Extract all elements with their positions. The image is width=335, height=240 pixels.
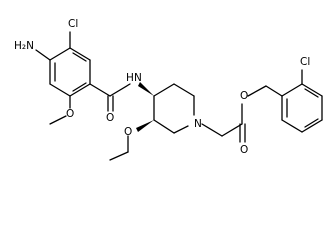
amide-oxygen-label: O — [106, 112, 114, 124]
methoxy-oxygen-left-label: O — [66, 108, 74, 120]
ester-single-oxygen-label: O — [240, 90, 248, 102]
stereo-wedge-ome — [136, 120, 154, 132]
methoxy-oxygen-mid-label: O — [124, 126, 132, 138]
amide-group — [107, 83, 131, 112]
substituent-bonds-left — [35, 31, 111, 125]
methoxy-piperidine — [109, 135, 129, 161]
stereo-wedge-nh — [138, 82, 154, 96]
chemical-structure: H₂N Cl O O N H O N O O Cl — [14, 18, 323, 161]
ester-carbonyl-oxygen-label: O — [240, 144, 248, 156]
amide-h-label: H — [126, 72, 134, 84]
piperidine-ring — [153, 83, 195, 134]
ester-chain — [201, 85, 283, 143]
ring-nitrogen-label: N — [194, 118, 202, 130]
chloro-label-top: Cl — [68, 18, 78, 30]
chloro-label-right: Cl — [300, 56, 310, 68]
amide-n-label: N — [134, 72, 142, 84]
aromatic-ring-left — [49, 47, 91, 97]
amino-label: H₂N — [14, 40, 34, 52]
atom-labels: H₂N Cl O O N H O N O O Cl — [14, 18, 310, 156]
aromatic-ring-right — [281, 83, 323, 133]
